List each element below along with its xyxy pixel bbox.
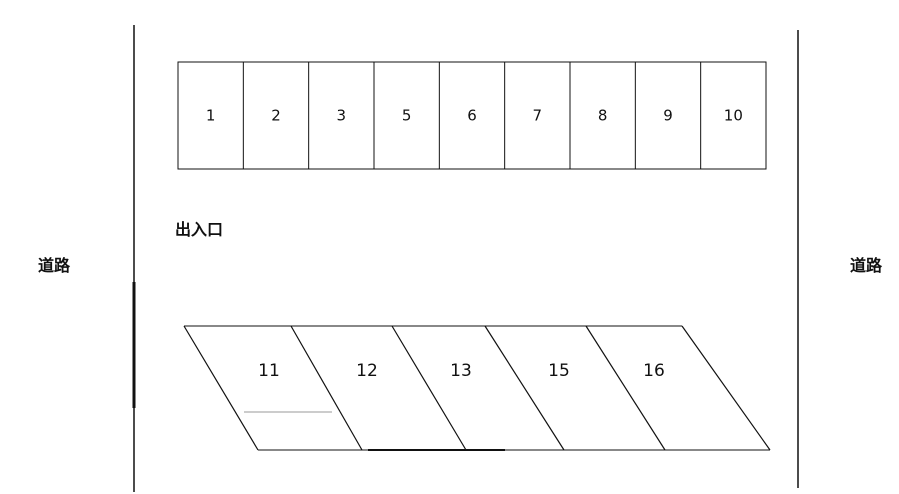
parking-space-11: 11: [258, 361, 280, 381]
parking-space-2: 2: [271, 107, 281, 125]
parking-space-5: 5: [402, 107, 412, 125]
bottom-row-spaces: 11 12 13 15 16: [183, 325, 771, 451]
parking-space-16: 16: [643, 361, 665, 381]
bottom-row-divider: [183, 325, 259, 451]
parking-space-13: 13: [450, 361, 472, 381]
parking-space-1: 1: [206, 107, 216, 125]
parking-space-7: 7: [533, 107, 543, 125]
parking-space-9: 9: [663, 107, 673, 125]
parking-space-3: 3: [337, 107, 347, 125]
parking-space-6: 6: [467, 107, 477, 125]
left-road-label: 道路: [38, 256, 71, 275]
bottom-row-divider: [484, 325, 565, 451]
top-row-spaces: 1 2 3 5 6 7 8 9 10: [177, 61, 767, 170]
right-road-label: 道路: [850, 256, 883, 275]
parking-space-15: 15: [548, 361, 570, 381]
bottom-row-divider: [391, 325, 467, 451]
parking-space-12: 12: [356, 361, 378, 381]
top-row-outline: [177, 61, 767, 170]
parking-space-8: 8: [598, 107, 608, 125]
entrance-label: 出入口: [175, 220, 223, 239]
bottom-row-divider: [290, 325, 363, 451]
bottom-row-divider: [681, 325, 771, 451]
parking-space-10: 10: [724, 107, 743, 125]
bottom-row-divider: [585, 325, 666, 451]
